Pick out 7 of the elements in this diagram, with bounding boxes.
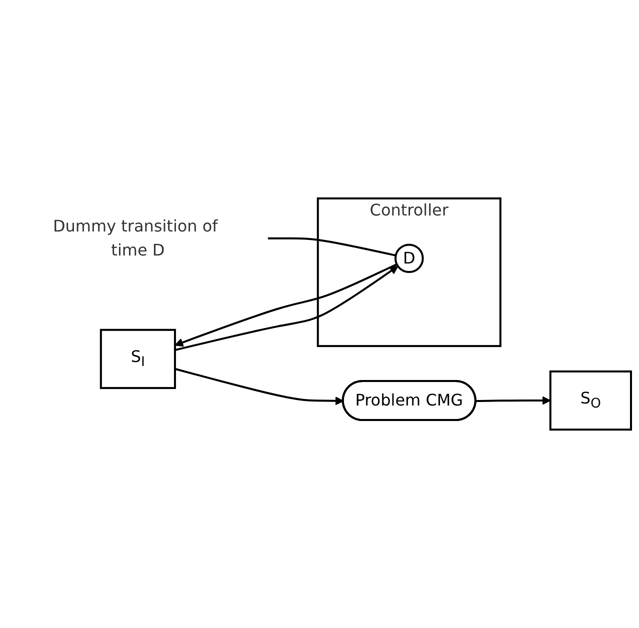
node-box: S$_{I}$ [100,328,176,390]
node-box: S$_{O}$ [549,370,632,431]
node-text: Dummy transition of time D [52,216,218,260]
connector [268,237,396,256]
arrow [174,368,344,406]
node-circle: D [394,244,424,274]
arrow [476,396,551,405]
